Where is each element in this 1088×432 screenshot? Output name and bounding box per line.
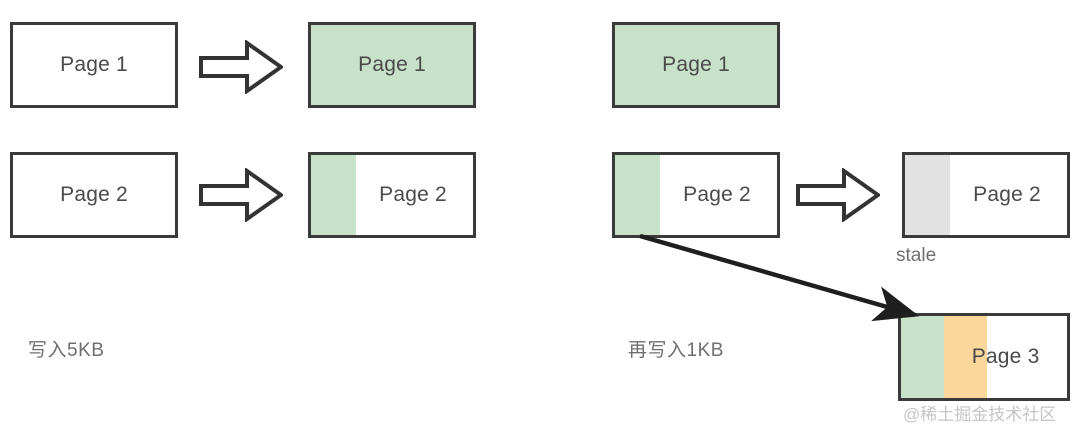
left-result-page1-green-fill [311, 25, 473, 105]
block-arrow-right-icon-3 [796, 168, 880, 222]
left-result-page2-green-fill [311, 155, 357, 235]
right-page1-green-fill [615, 25, 777, 105]
left-result-page1-box: Page 1 [308, 22, 476, 108]
right-group-caption: 再写入1KB [628, 340, 724, 361]
block-arrow-right-icon-2 [199, 168, 283, 222]
right-stale-page2-label: Page 2 [973, 183, 1041, 206]
right-page3-label: Page 3 [971, 345, 1040, 368]
right-page3-box: Page 3 [898, 313, 1070, 401]
left-group-caption: 写入5KB [28, 340, 105, 361]
left-source-page1-box: Page 1 [10, 22, 178, 108]
left-result-page1-label: Page 1 [358, 53, 426, 76]
right-page1-box: Page 1 [612, 22, 780, 108]
right-source-page2-label: Page 2 [683, 183, 751, 206]
right-page3-green-fill [901, 316, 945, 398]
right-stale-page2-box: Page 2 [902, 152, 1070, 238]
right-page1-label: Page 1 [662, 53, 730, 76]
left-result-page2-box: Page 2 [308, 152, 476, 238]
left-source-page2-box: Page 2 [10, 152, 178, 238]
left-source-page1-label: Page 1 [60, 53, 128, 76]
stale-caption: stale [896, 245, 937, 266]
right-stale-page2-gray-fill [905, 155, 951, 235]
right-page3-orange-fill [944, 316, 988, 398]
watermark-text: @稀土掘金技术社区 [903, 405, 1057, 424]
right-source-page2-green-fill [615, 155, 661, 235]
right-source-page2-box: Page 2 [612, 152, 780, 238]
left-result-page2-label: Page 2 [379, 183, 447, 206]
left-source-page2-label: Page 2 [60, 183, 128, 206]
block-arrow-right-icon-1 [199, 40, 283, 94]
